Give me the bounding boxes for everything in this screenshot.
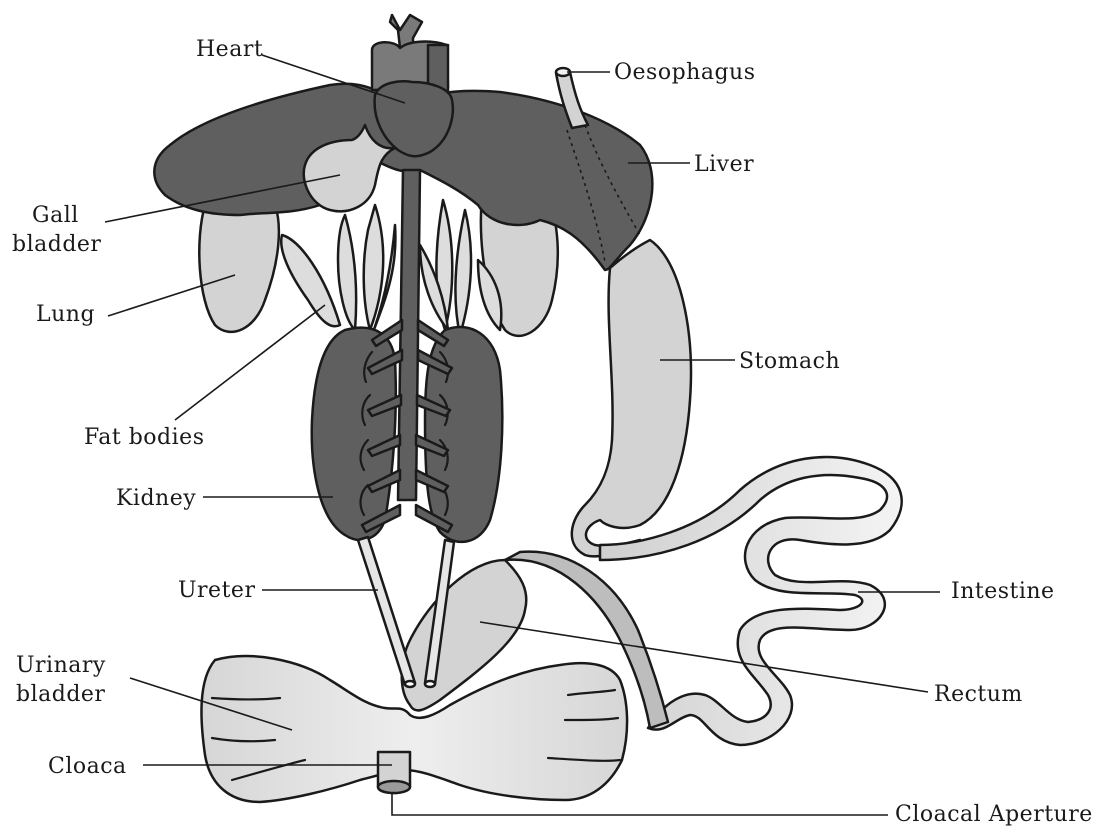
label-lung: Lung [36, 302, 95, 327]
label-ureter: Ureter [178, 578, 255, 603]
label-rectum: Rectum [934, 682, 1023, 707]
label-gall-bladder-line1: Gall [32, 203, 79, 228]
stomach [572, 240, 691, 556]
label-urinary-bladder-line1: Urinary [16, 653, 106, 678]
label-cloacal-aperture: Cloacal Aperture [895, 802, 1093, 827]
label-fat-bodies: Fat bodies [84, 425, 204, 450]
label-stomach: Stomach [739, 349, 840, 374]
label-oesophagus: Oesophagus [614, 60, 756, 85]
left-lung [199, 205, 279, 332]
label-urinary-bladder-line2: bladder [16, 682, 105, 707]
left-ureter [358, 537, 415, 685]
label-cloaca: Cloaca [48, 754, 127, 779]
label-heart: Heart [196, 37, 263, 62]
fat-bodies [281, 200, 501, 335]
label-intestine: Intestine [951, 579, 1055, 604]
label-liver: Liver [694, 152, 754, 177]
label-kidney: Kidney [116, 486, 196, 511]
dorsal-aorta [398, 170, 420, 500]
label-gall-bladder-line2: bladder [12, 232, 101, 257]
heart [372, 15, 453, 156]
